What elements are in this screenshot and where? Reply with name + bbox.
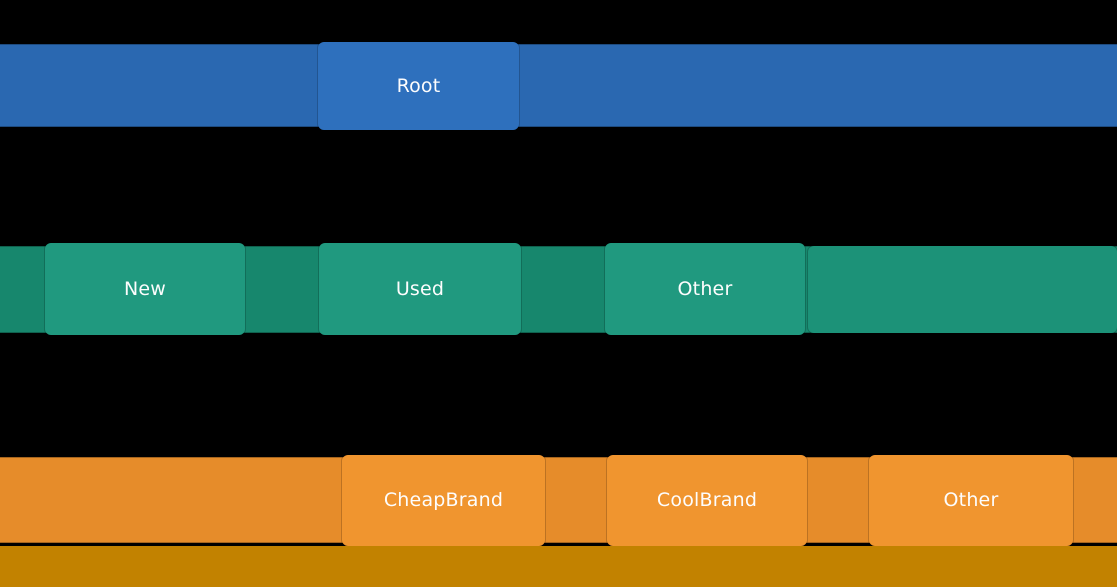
node-unlabeled-condition[interactable]	[808, 246, 1117, 333]
node-coolbrand[interactable]: CoolBrand	[607, 455, 807, 546]
node-new[interactable]: New	[45, 243, 245, 335]
node-root-label: Root	[396, 74, 441, 97]
node-other-brand[interactable]: Other	[869, 455, 1073, 546]
root-level-band	[0, 44, 1117, 127]
node-cheapbrand-label: CheapBrand	[383, 489, 504, 511]
node-other-condition[interactable]: Other	[605, 243, 805, 335]
node-root[interactable]: Root	[318, 42, 519, 130]
node-cheapbrand[interactable]: CheapBrand	[342, 455, 545, 546]
node-used[interactable]: Used	[319, 243, 521, 335]
node-coolbrand-label: CoolBrand	[656, 489, 758, 511]
next-level-strip	[0, 546, 1117, 587]
node-new-label: New	[123, 277, 167, 300]
node-other-brand-label: Other	[943, 489, 999, 511]
node-used-label: Used	[395, 277, 445, 300]
node-other-condition-label: Other	[677, 277, 733, 300]
